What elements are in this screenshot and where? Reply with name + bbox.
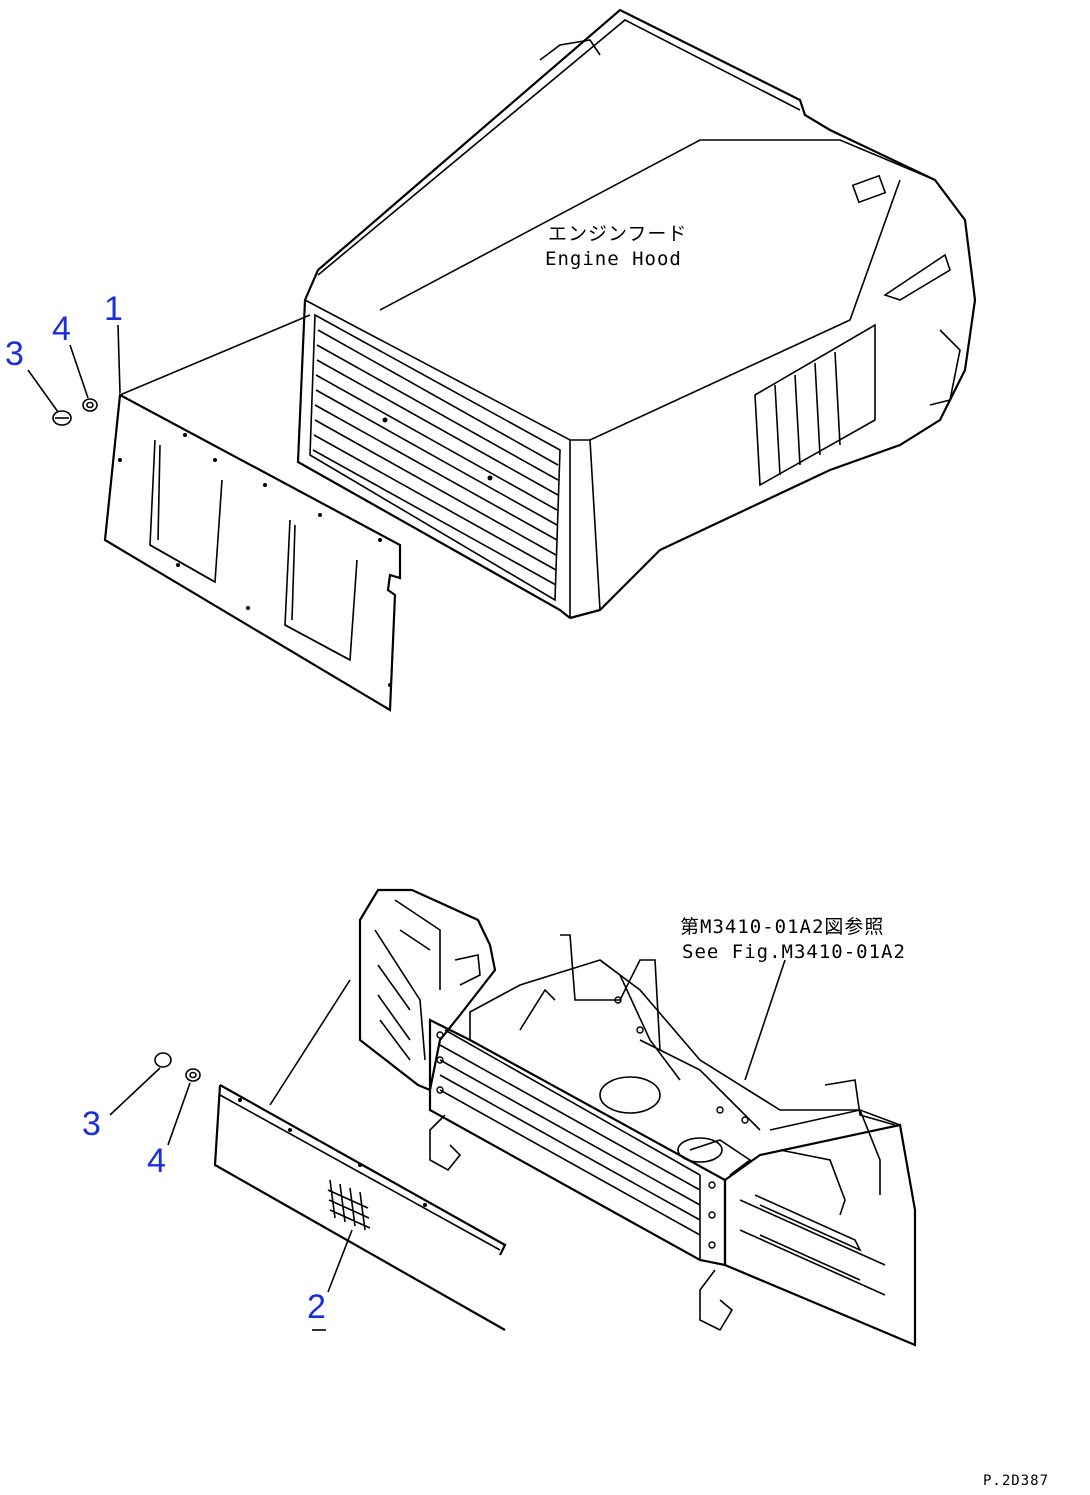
see-fig-label-jp: 第M3410-01A2図参照 <box>680 916 884 938</box>
leader-lower-2 <box>327 1229 353 1293</box>
leader-upper-4 <box>69 344 89 399</box>
engine-hood <box>296 8 977 620</box>
callout-upper-1: 1 <box>104 290 123 328</box>
lower-bolt <box>154 1052 172 1068</box>
lower-cover-mesh <box>327 1179 371 1231</box>
frame-assembly <box>358 888 917 1347</box>
lower-assembly-leader <box>269 979 351 1106</box>
see-fig-label-en: See Fig.M3410-01A2 <box>682 941 906 963</box>
upper-cover-plate <box>103 393 402 712</box>
callout-lower-2: 2 <box>307 1288 326 1326</box>
leader-upper-1 <box>117 324 121 394</box>
callout-upper-3: 3 <box>5 335 24 373</box>
callout-upper-4: 4 <box>52 310 71 348</box>
upper-washer <box>82 398 98 412</box>
leader-upper-3 <box>27 369 59 413</box>
engine-hood-label-en: Engine Hood <box>545 248 682 270</box>
upper-bolt <box>52 410 72 426</box>
front-grille-slats <box>312 329 559 586</box>
lower-cover-plate <box>213 1084 507 1331</box>
lower-washer <box>185 1068 201 1082</box>
callout-lower-4: 4 <box>147 1142 166 1180</box>
drawing-reference: P.2D387 <box>983 1473 1049 1489</box>
leader-lower-3 <box>109 1067 161 1116</box>
see-fig-leader <box>744 959 786 1081</box>
side-vent <box>754 323 876 487</box>
engine-hood-label-jp: エンジンフード <box>548 223 687 245</box>
upper-assembly-leader <box>119 314 311 396</box>
callout-lower-3: 3 <box>82 1105 101 1143</box>
leader-lower-4 <box>167 1082 191 1146</box>
